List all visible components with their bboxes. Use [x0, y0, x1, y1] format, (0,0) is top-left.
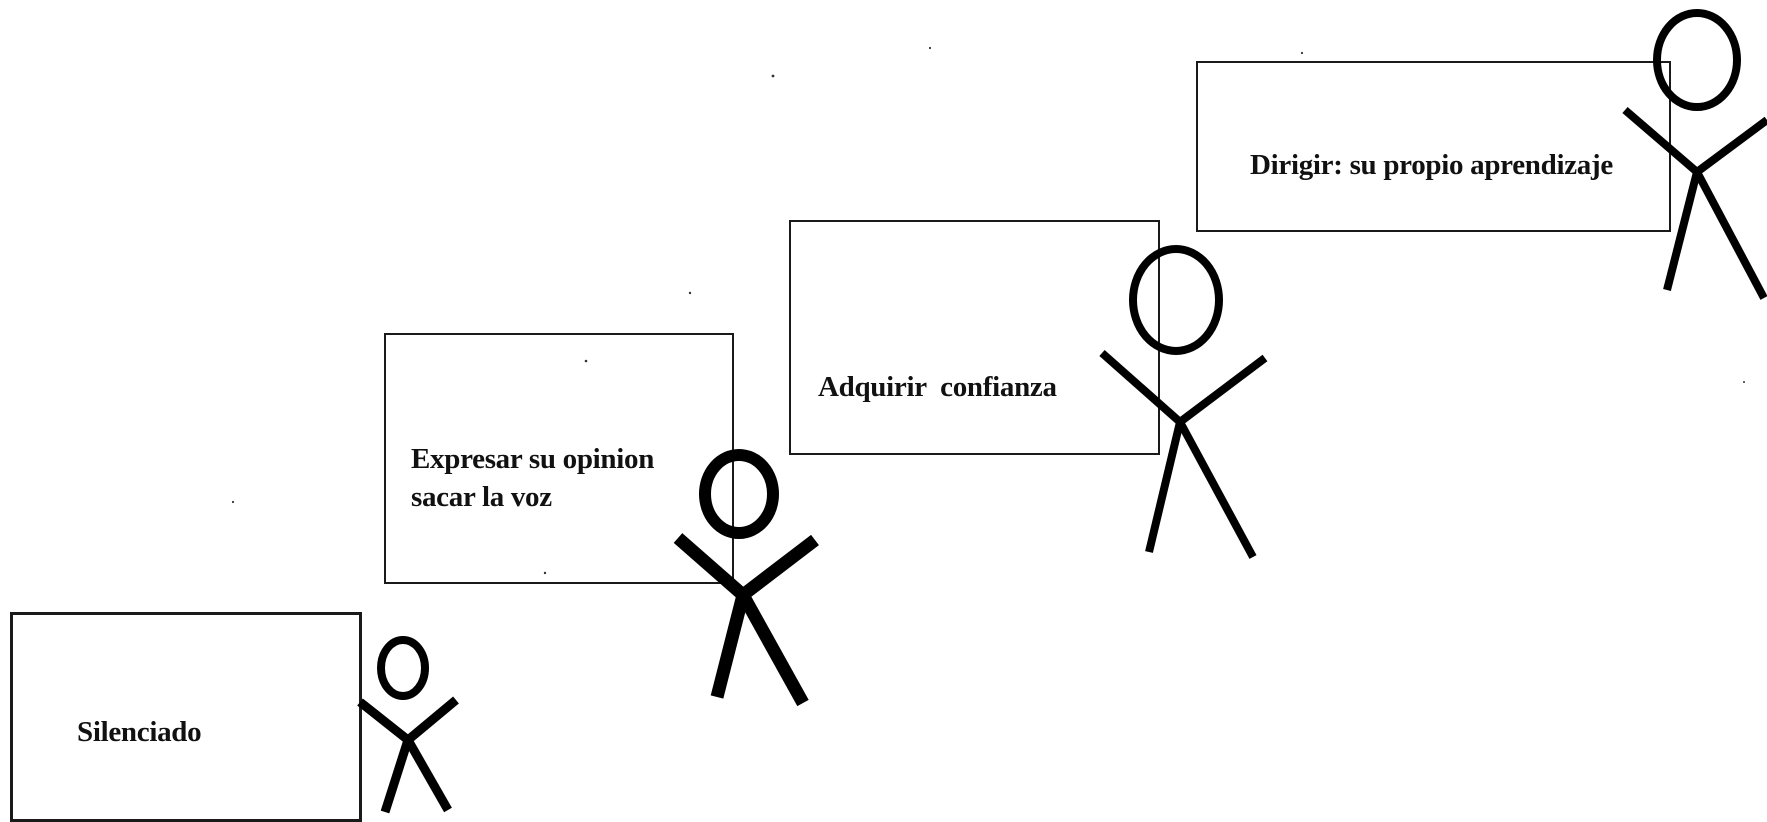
- step-label-line: Dirigir: su propio aprendizaje: [1250, 149, 1613, 181]
- step-label-adquirir: Adquirir confianza: [818, 292, 1057, 482]
- step-label-line: Silenciado: [77, 716, 202, 748]
- step-box-dirigir: Dirigir: su propio aprendizaje: [1196, 61, 1671, 232]
- step-label-line: Expresar su opinion: [411, 443, 655, 475]
- step-label-silenciado: Silenciado: [77, 713, 202, 751]
- step-box-adquirir: Adquirir confianza: [789, 220, 1160, 455]
- step-label-line: sacar la voz: [411, 481, 552, 513]
- step-label-dirigir: Dirigir: su propio aprendizaje: [1250, 146, 1613, 184]
- step-box-expresar: Expresar su opinion sacar la voz: [384, 333, 734, 584]
- step-box-silenciado: Silenciado: [10, 612, 362, 822]
- stick-figure-icon: [357, 636, 459, 814]
- step-label-line: Adquirir confianza: [818, 371, 1057, 403]
- step-label-expresar: Expresar su opinion sacar la voz: [411, 440, 654, 516]
